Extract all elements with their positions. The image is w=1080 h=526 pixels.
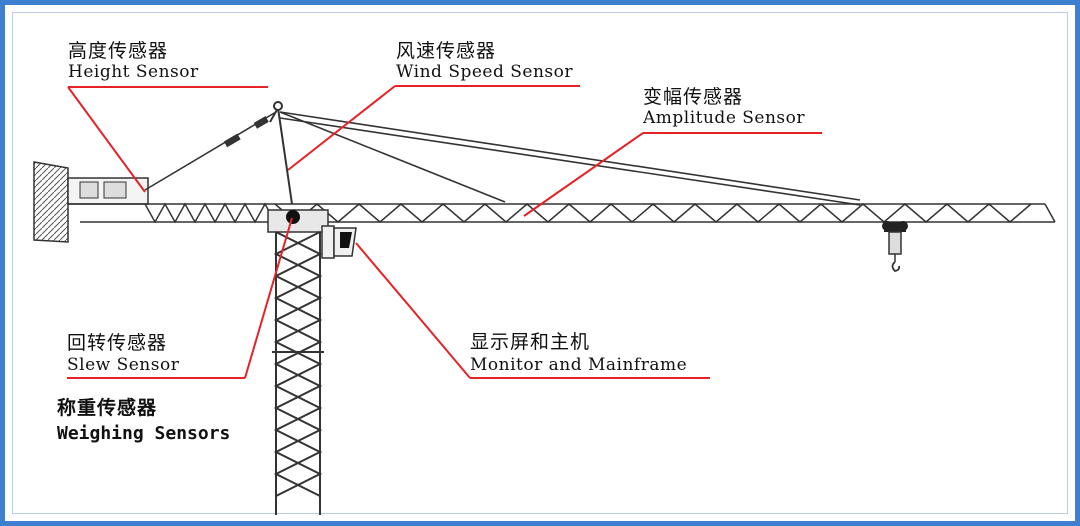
monitor-mainframe-label-zh: 显示屏和主机 <box>470 331 591 353</box>
height-sensor-label-zh: 高度传感器 <box>68 40 169 62</box>
operator-cab <box>321 225 357 259</box>
leader-wind-speed-sensor <box>287 85 580 171</box>
tower-mast <box>272 231 324 515</box>
slew-sensor-label-zh: 回转传感器 <box>67 332 168 354</box>
weighing-sensors-label-zh: 称重传感器 <box>57 397 158 419</box>
counter-jib <box>68 202 276 224</box>
height-sensor-label-en: Height Sensor <box>68 62 199 82</box>
leader-amplitude-sensor <box>523 132 822 217</box>
amplitude-sensor-label-zh: 变幅传感器 <box>643 86 744 108</box>
leader-monitor-mainframe <box>355 242 710 379</box>
wind-speed-sensor-label-en: Wind Speed Sensor <box>396 62 574 82</box>
weighing-sensors-label-en: Weighing Sensors <box>57 423 231 444</box>
apex-mast <box>269 101 293 205</box>
monitor-mainframe-label-en: Monitor and Mainframe <box>470 355 688 375</box>
slewing-unit <box>267 209 329 233</box>
frame-inner-rule <box>12 12 1068 514</box>
amplitude-sensor-label-en: Amplitude Sensor <box>643 108 806 128</box>
leader-slew-sensor <box>67 217 293 379</box>
slew-sensor-label-en: Slew Sensor <box>67 355 180 375</box>
wind-speed-sensor-label-zh: 风速传感器 <box>396 40 497 62</box>
trolley-hook <box>882 221 908 272</box>
pendant-ties <box>144 111 861 206</box>
leader-height-sensor <box>67 86 268 193</box>
main-jib <box>274 203 1056 223</box>
leader-lines <box>67 85 822 379</box>
